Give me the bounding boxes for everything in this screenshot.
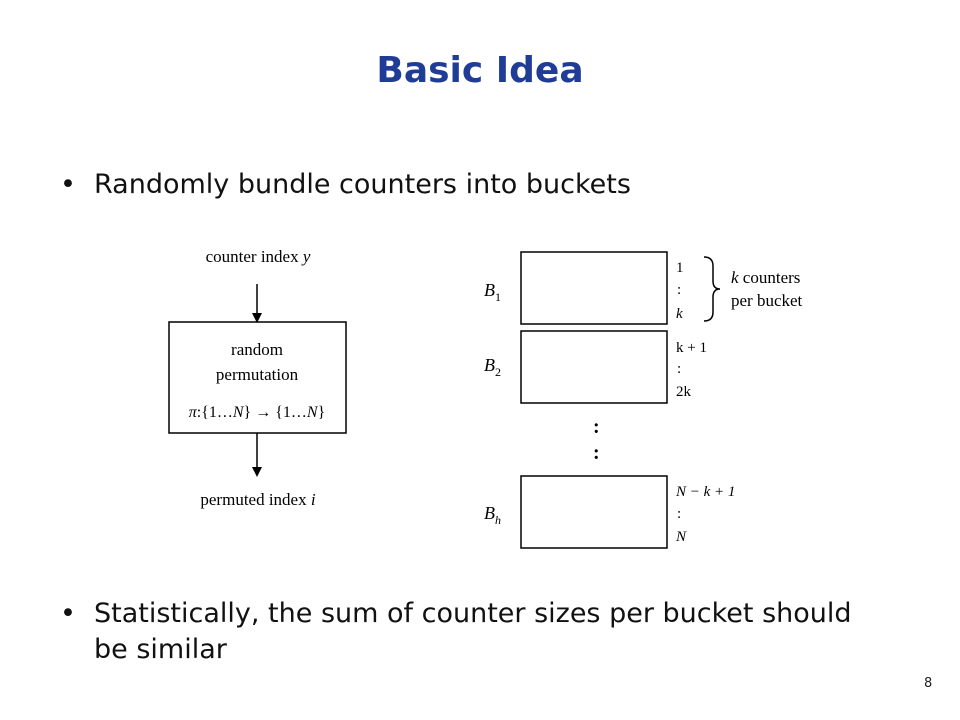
- bullet-text: Randomly bundle counters into buckets: [94, 169, 631, 200]
- bucket-range-start: 1: [676, 260, 684, 276]
- page-number: 8: [924, 676, 933, 691]
- vertical-ellipsis: :: [593, 442, 600, 464]
- bullet-dot: •: [60, 598, 76, 629]
- bucket-range-dots: :: [677, 282, 681, 298]
- bucket-label: B2: [484, 355, 501, 379]
- bullet-text: Statistically, the sum of counter sizes …: [94, 598, 852, 665]
- bucket-box: [520, 475, 668, 549]
- bucket-range-dots: :: [677, 361, 681, 377]
- slide-title: Basic Idea: [376, 50, 584, 91]
- bucket-label: Bh: [484, 503, 501, 527]
- bucket-label: B1: [484, 280, 501, 304]
- vertical-ellipsis: :: [593, 416, 600, 438]
- bucket-range-start: k + 1: [676, 340, 707, 356]
- permutation-mapping: π:{1…N} → {1…N}: [189, 404, 326, 421]
- input-label: counter index y: [206, 247, 311, 266]
- output-label: permuted index i: [200, 490, 315, 509]
- brace-line2: per bucket: [731, 291, 803, 310]
- permutation-line2: permutation: [216, 365, 299, 384]
- bucket-box: [520, 330, 668, 404]
- bucket-range-start: N − k + 1: [675, 484, 735, 500]
- bullet-dot: •: [60, 169, 76, 200]
- brace-line1: k counters: [731, 268, 800, 287]
- bucket-range-end: 2k: [676, 384, 692, 400]
- curly-brace: [703, 256, 721, 322]
- permutation-line1: random: [231, 340, 283, 359]
- bucket-range-end: k: [676, 306, 683, 322]
- bucket-range-dots: :: [677, 506, 681, 522]
- bucket-range-end: N: [675, 529, 687, 545]
- bucket-box: [520, 251, 668, 325]
